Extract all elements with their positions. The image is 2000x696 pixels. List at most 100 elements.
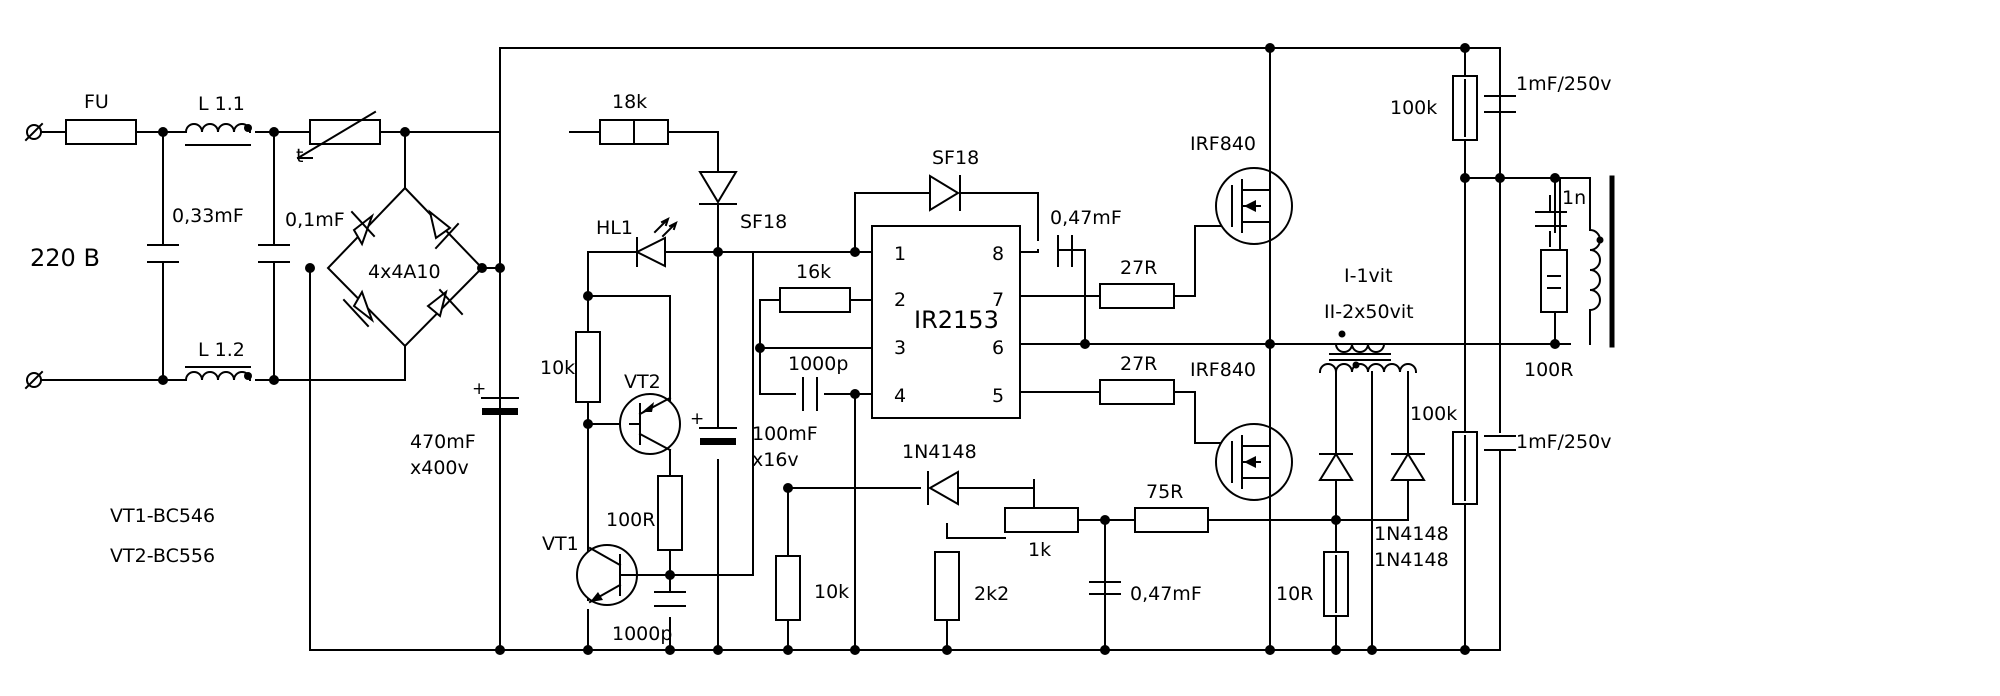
capacitor-0-47mf-lower — [1089, 581, 1121, 595]
label-1mf-top: 1mF/250v — [1516, 73, 1611, 95]
label-c047-lower: 0,47mF — [1130, 583, 1202, 605]
mosfet-irf840-top — [1215, 167, 1293, 245]
label-pin3: 3 — [894, 337, 906, 359]
label-100k-bottom: 100k — [1410, 403, 1457, 425]
label-100r: 100R — [606, 509, 655, 531]
label-irf840-bottom: IRF840 — [1190, 359, 1256, 381]
led-hl1 — [634, 217, 678, 268]
label-1n: 1n — [1562, 187, 1586, 209]
label-vt1-type: VT1-BC546 — [110, 505, 215, 527]
transistor-vt2 — [619, 393, 681, 455]
diode-secondary-right — [1390, 452, 1426, 481]
capacitor-1n — [1535, 211, 1567, 227]
capacitor-1mf-top — [1484, 95, 1516, 113]
label-1n4148-a: 1N4148 — [1374, 523, 1449, 545]
label-pin4: 4 — [894, 385, 906, 407]
potentiometer-1k — [1004, 479, 1079, 533]
labels: FU L 1.1 L 1.2 0,33mF 0,1mF 220 B 4x4A10… — [30, 73, 1611, 645]
label-10k-center: 10k — [814, 581, 849, 603]
transistor-vt1 — [576, 544, 638, 606]
label-c100-b: x16v — [752, 449, 799, 471]
capacitor-470mf: + — [472, 379, 519, 415]
label-tr-secondary: II-2x50vit — [1324, 301, 1414, 323]
label-1n4148-feedback: 1N4148 — [902, 441, 977, 463]
output-coil — [1588, 175, 1615, 348]
label-10r: 10R — [1276, 583, 1313, 605]
label-10k-left: 10k — [540, 357, 575, 379]
label-l1-2: L 1.2 — [198, 339, 245, 361]
label-1000p-timing: 1000p — [788, 353, 848, 375]
resistor-18k — [599, 119, 669, 145]
resistor-10k-center — [775, 555, 801, 621]
label-27r-bottom: 27R — [1120, 353, 1157, 375]
label-c470-b: x400v — [410, 457, 469, 479]
inductor-l1-2 — [184, 366, 252, 382]
resistor-75r — [1134, 507, 1209, 533]
resistor-2k2 — [934, 551, 960, 621]
wiring — [39, 47, 1591, 651]
label-pin5: 5 — [992, 385, 1004, 407]
label-100k-top: 100k — [1390, 97, 1437, 119]
resistor-100k-top — [1452, 75, 1478, 141]
label-pin7: 7 — [992, 289, 1004, 311]
resistor-10k-left — [575, 331, 601, 403]
svg-text:+: + — [690, 409, 704, 429]
label-bridge: 4x4A10 — [368, 261, 441, 283]
resistor-27r-top — [1099, 283, 1175, 309]
label-1n4148-b: 1N4148 — [1374, 549, 1449, 571]
label-pin2: 2 — [894, 289, 906, 311]
diode-sf18-horizontal — [929, 174, 961, 212]
label-2k2: 2k2 — [974, 583, 1009, 605]
label-c100-a: 100mF — [752, 423, 818, 445]
label-vt2-type: VT2-BC556 — [110, 545, 215, 567]
label-c033: 0,33mF — [172, 205, 244, 227]
inductor-l1-1 — [184, 123, 252, 146]
diode-1n4148-feedback — [927, 470, 959, 506]
fuse — [65, 119, 137, 145]
capacitor-1000p-timing — [802, 377, 818, 411]
label-220v: 220 B — [30, 244, 100, 272]
label-18k: 18k — [612, 91, 647, 113]
label-sf18-horizontal: SF18 — [932, 147, 979, 169]
resistor-27r-bottom — [1099, 379, 1175, 405]
label-27r-top: 27R — [1120, 257, 1157, 279]
resistor-100r — [657, 475, 683, 551]
resistor-100k-bottom — [1452, 431, 1478, 505]
label-75r: 75R — [1146, 481, 1183, 503]
ic-ir2153 — [871, 225, 1021, 419]
capacitor-0-1mf — [258, 244, 290, 263]
diode-bridge — [326, 186, 484, 348]
resistor-16k — [779, 287, 851, 313]
label-hl1: HL1 — [596, 217, 633, 239]
capacitor-100mf: + — [690, 409, 737, 445]
label-16k: 16k — [796, 261, 831, 283]
label-vt2: VT2 — [624, 371, 661, 393]
diode-secondary-left — [1318, 452, 1354, 481]
svg-text:t: t — [296, 145, 303, 167]
transformer — [1318, 330, 1418, 374]
label-c470-a: 470mF — [410, 431, 476, 453]
junction-dots — [158, 43, 1560, 655]
diode-sf18-vertical — [698, 171, 738, 205]
label-ir2153: IR2153 — [914, 306, 999, 334]
thermistor: t — [296, 110, 381, 167]
label-1000p-lower: 1000p — [612, 623, 672, 645]
label-100r-right: 100R — [1524, 359, 1573, 381]
label-vt1: VT1 — [542, 533, 579, 555]
label-c047-boot: 0,47mF — [1050, 207, 1122, 229]
label-pin6: 6 — [992, 337, 1004, 359]
resistor-10r — [1323, 551, 1349, 617]
label-1k: 1k — [1028, 539, 1051, 561]
input-terminals — [24, 122, 44, 390]
label-1mf-bottom: 1mF/250v — [1516, 431, 1611, 453]
label-tr-primary: I-1vit — [1344, 265, 1393, 287]
capacitor-1000p-lower — [654, 591, 686, 607]
label-c01: 0,1mF — [285, 209, 345, 231]
svg-text:+: + — [472, 379, 486, 399]
label-irf840-top: IRF840 — [1190, 133, 1256, 155]
capacitor-0-47mf-boot — [1057, 235, 1073, 267]
resistor-100r-right — [1540, 249, 1568, 313]
label-pin1: 1 — [894, 243, 906, 265]
label-l1-1: L 1.1 — [198, 93, 245, 115]
